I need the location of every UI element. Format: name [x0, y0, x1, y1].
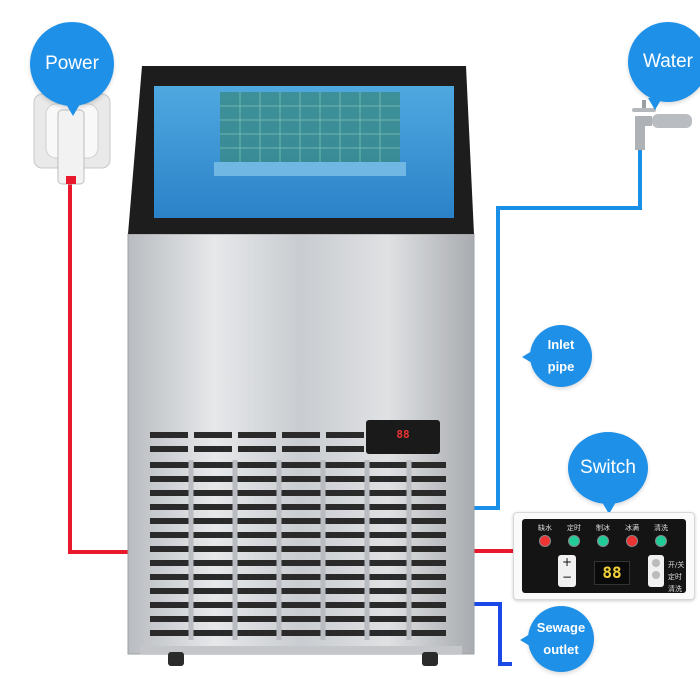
indicator-light-icon — [568, 535, 580, 547]
indicator-timer: 定时 — [561, 519, 587, 547]
sewage-outlet-label-bubble: Sewage outlet — [520, 606, 594, 672]
plus-button: + — [561, 555, 573, 569]
water-faucet-icon — [632, 100, 692, 150]
bubble-pointer — [520, 634, 530, 646]
bubble-pointer — [522, 351, 532, 363]
bubble-pointer — [66, 104, 80, 116]
machine-control-display: 88 — [396, 428, 410, 441]
water-inlet-pipe — [470, 150, 642, 510]
indicator-light-icon — [655, 535, 667, 547]
ice-machine-body — [127, 66, 475, 666]
indicator-label: 冰满 — [625, 524, 639, 532]
inlet-label-line1: Inlet — [547, 337, 575, 352]
water-label: Water — [643, 51, 693, 72]
switch-label-bubble: Switch — [568, 432, 648, 514]
digital-display: 88 — [594, 561, 630, 585]
clean-label: 清洗 — [668, 585, 682, 593]
indicator-light-icon — [539, 535, 551, 547]
right-button-labels: 开/关 定时 清洗 — [668, 559, 688, 595]
indicator-ice-making: 制冰 — [590, 519, 616, 547]
indicator-label: 制冰 — [596, 524, 610, 532]
sewage-label-line1: Sewage — [536, 620, 586, 635]
control-panel-face: 缺水 定时 制冰 冰满 清洗 + − 88 — [522, 519, 686, 593]
indicator-label: 缺水 — [538, 524, 552, 532]
power-cable — [68, 180, 130, 554]
indicator-label: 定时 — [567, 524, 581, 532]
bubble-pointer — [648, 98, 662, 110]
on-off-button-icon — [652, 559, 660, 567]
minus-button: − — [561, 570, 573, 584]
clean-button-icon — [652, 571, 660, 579]
inlet-pipe-label-bubble: Inlet pipe — [522, 325, 592, 387]
indicator-light-icon — [597, 535, 609, 547]
indicator-label: 清洗 — [654, 524, 668, 532]
switch-label: Switch — [580, 457, 636, 478]
water-label-bubble: Water — [628, 22, 700, 110]
control-panel-closeup: 缺水 定时 制冰 冰满 清洗 + − 88 — [513, 512, 695, 600]
power-and-clean-buttons — [648, 555, 664, 587]
indicator-light-icon — [626, 535, 638, 547]
sewage-outlet-pipe — [460, 602, 512, 666]
indicator-cleaning: 清洗 — [648, 519, 674, 547]
power-label: Power — [45, 53, 99, 74]
inlet-label-line2: pipe — [547, 359, 575, 374]
indicator-water-shortage: 缺水 — [532, 519, 558, 547]
timer-label: 定时 — [668, 573, 682, 581]
bubble-pointer — [602, 502, 616, 514]
indicator-ice-full: 冰满 — [619, 519, 645, 547]
plus-minus-buttons: + − — [558, 555, 576, 587]
on-off-label: 开/关 — [668, 561, 685, 569]
power-label-bubble: Power — [30, 22, 114, 116]
sewage-label-line2: outlet — [543, 642, 579, 657]
